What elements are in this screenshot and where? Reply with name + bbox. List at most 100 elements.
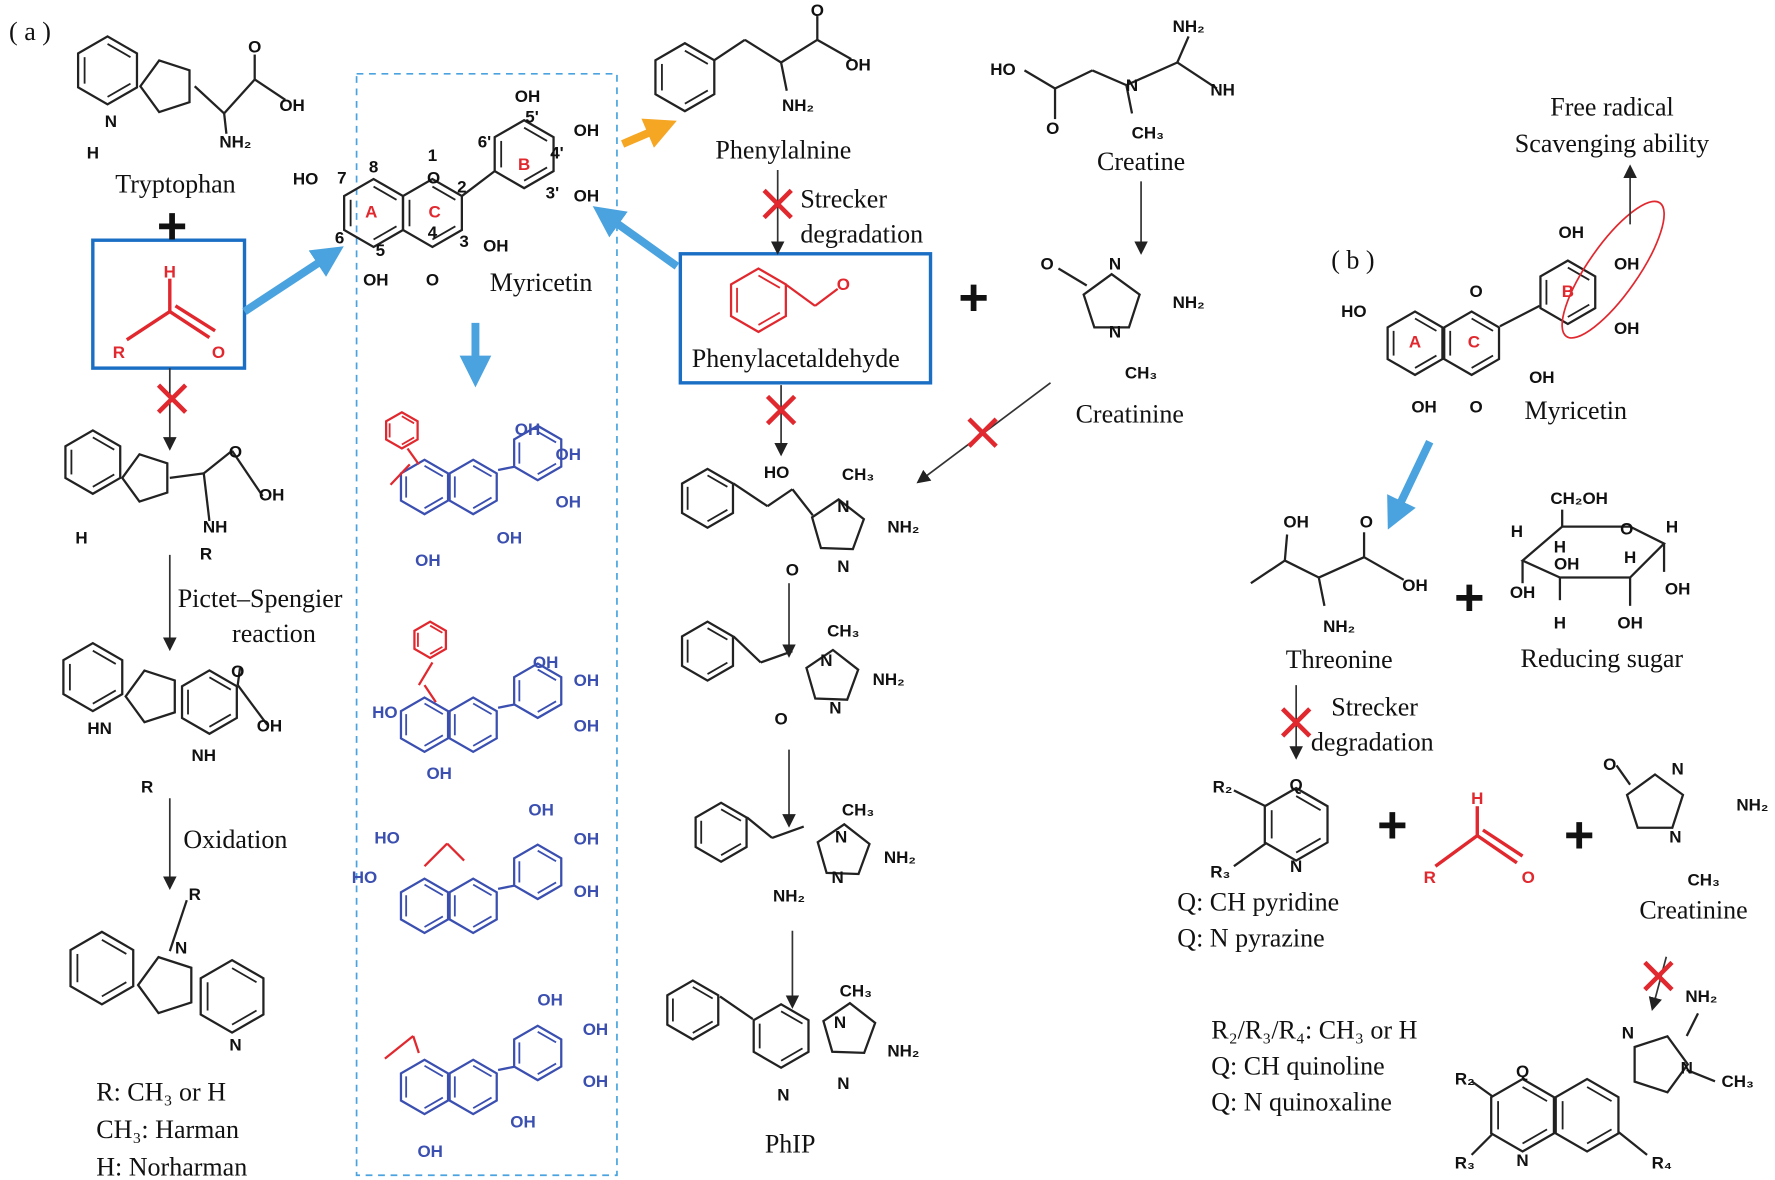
ring bbox=[493, 118, 555, 190]
bond bbox=[1023, 69, 1056, 90]
atom-label: R₄ bbox=[1652, 1153, 1672, 1172]
five-membered-ring bbox=[136, 955, 193, 1015]
bond bbox=[1615, 764, 1632, 786]
bond bbox=[780, 38, 818, 64]
label-pictet-2: reaction bbox=[232, 619, 316, 648]
bond bbox=[254, 78, 286, 101]
five-membered-ring bbox=[1082, 272, 1141, 329]
atom-label: R₂ bbox=[1455, 1070, 1475, 1089]
bond bbox=[446, 842, 465, 862]
bond bbox=[497, 703, 516, 709]
bond bbox=[472, 465, 492, 478]
atom-label: 3 bbox=[459, 232, 468, 251]
bond bbox=[744, 38, 782, 64]
atom-label: N bbox=[829, 698, 841, 717]
bond bbox=[1125, 84, 1134, 114]
highlight-ellipse bbox=[1561, 200, 1665, 339]
bond bbox=[1054, 69, 1093, 90]
bond bbox=[203, 449, 233, 475]
atom-label: N bbox=[1669, 827, 1681, 846]
bond bbox=[760, 650, 793, 664]
note-q-1: Q: CH pyridine bbox=[1177, 887, 1339, 916]
ring bbox=[448, 877, 498, 935]
plus-sign: + bbox=[1454, 569, 1484, 627]
label-phip: PhIP bbox=[765, 1130, 816, 1159]
thick-arrow bbox=[621, 118, 677, 148]
atom-label: NH₂ bbox=[219, 132, 251, 151]
atom-label: CH₃ bbox=[842, 465, 874, 484]
atom-label: OH bbox=[415, 551, 440, 570]
atom-label: N bbox=[1109, 255, 1121, 274]
plus-sign: + bbox=[1564, 807, 1594, 865]
bond bbox=[107, 82, 131, 98]
bond bbox=[424, 465, 444, 478]
atom-label: OH bbox=[583, 1020, 608, 1039]
atom-label: OH bbox=[1559, 223, 1584, 242]
bond bbox=[1091, 69, 1127, 87]
ring bbox=[680, 620, 735, 682]
atom-label: HO bbox=[990, 60, 1015, 79]
atom-label: OH bbox=[574, 882, 599, 901]
bond bbox=[497, 884, 516, 890]
atom-label: N bbox=[1126, 76, 1138, 95]
five-membered-ring bbox=[822, 1001, 877, 1055]
bond bbox=[389, 463, 411, 486]
atom-label: N bbox=[1681, 1058, 1693, 1077]
atom-label: 1 bbox=[428, 146, 437, 165]
bond bbox=[1233, 789, 1267, 808]
bond bbox=[168, 899, 188, 952]
label-creatine: Creatine bbox=[1097, 147, 1185, 176]
atom-label: N bbox=[837, 1074, 849, 1093]
bond bbox=[523, 126, 548, 142]
bond bbox=[1586, 1086, 1613, 1102]
atom-label: R bbox=[141, 778, 153, 797]
label-threonine: Threonine bbox=[1286, 645, 1393, 674]
bond bbox=[684, 49, 709, 65]
bond bbox=[780, 1010, 803, 1025]
atom-label: OH bbox=[1402, 576, 1427, 595]
atom-label: N bbox=[1622, 1023, 1634, 1042]
atom-label: OH bbox=[483, 237, 508, 256]
atom-label: 2 bbox=[457, 178, 466, 197]
atom-label: 6 bbox=[335, 229, 344, 248]
bond bbox=[236, 684, 269, 726]
atom-label: 3' bbox=[546, 183, 559, 202]
ring bbox=[1386, 310, 1444, 377]
ring bbox=[399, 696, 450, 754]
bond bbox=[1476, 834, 1518, 865]
atom-label: R bbox=[113, 343, 125, 362]
atom-label: OH bbox=[1554, 555, 1579, 574]
label-strecker-a-1: Strecker bbox=[800, 184, 887, 213]
ring bbox=[64, 429, 122, 496]
atom-label: OH bbox=[574, 717, 599, 736]
atom-label: NH₂ bbox=[1173, 17, 1205, 36]
atom-label: N bbox=[837, 497, 849, 516]
atom-label: 6' bbox=[478, 132, 491, 151]
atom-label: OH bbox=[845, 55, 870, 74]
bond bbox=[537, 462, 557, 476]
bond bbox=[92, 436, 115, 451]
bond bbox=[779, 62, 788, 92]
ring bbox=[1443, 310, 1501, 377]
atom-label: NH₂ bbox=[1173, 293, 1205, 312]
bond bbox=[384, 1035, 414, 1060]
atom-label: OH bbox=[417, 1142, 442, 1161]
atom-label: OH bbox=[537, 990, 562, 1009]
bond bbox=[1567, 266, 1590, 281]
blocked-x-icon bbox=[156, 383, 188, 414]
atom-label: O bbox=[1046, 119, 1059, 138]
label-free-radical-1: Free radical bbox=[1550, 93, 1673, 122]
atom-label: A bbox=[365, 203, 377, 222]
bond bbox=[92, 689, 117, 705]
atom-label: O bbox=[837, 275, 850, 294]
atom-label: OH bbox=[1617, 613, 1642, 632]
atom-label: OH bbox=[574, 121, 599, 140]
bond bbox=[424, 496, 444, 509]
ring bbox=[448, 1058, 498, 1116]
atom-label: HO bbox=[293, 170, 318, 189]
bond bbox=[1522, 1086, 1548, 1102]
atom-label: O bbox=[1620, 520, 1633, 539]
bond bbox=[537, 700, 557, 713]
label-creatinine-a: Creatinine bbox=[1076, 399, 1184, 428]
atom-label: R₂ bbox=[1213, 778, 1233, 797]
